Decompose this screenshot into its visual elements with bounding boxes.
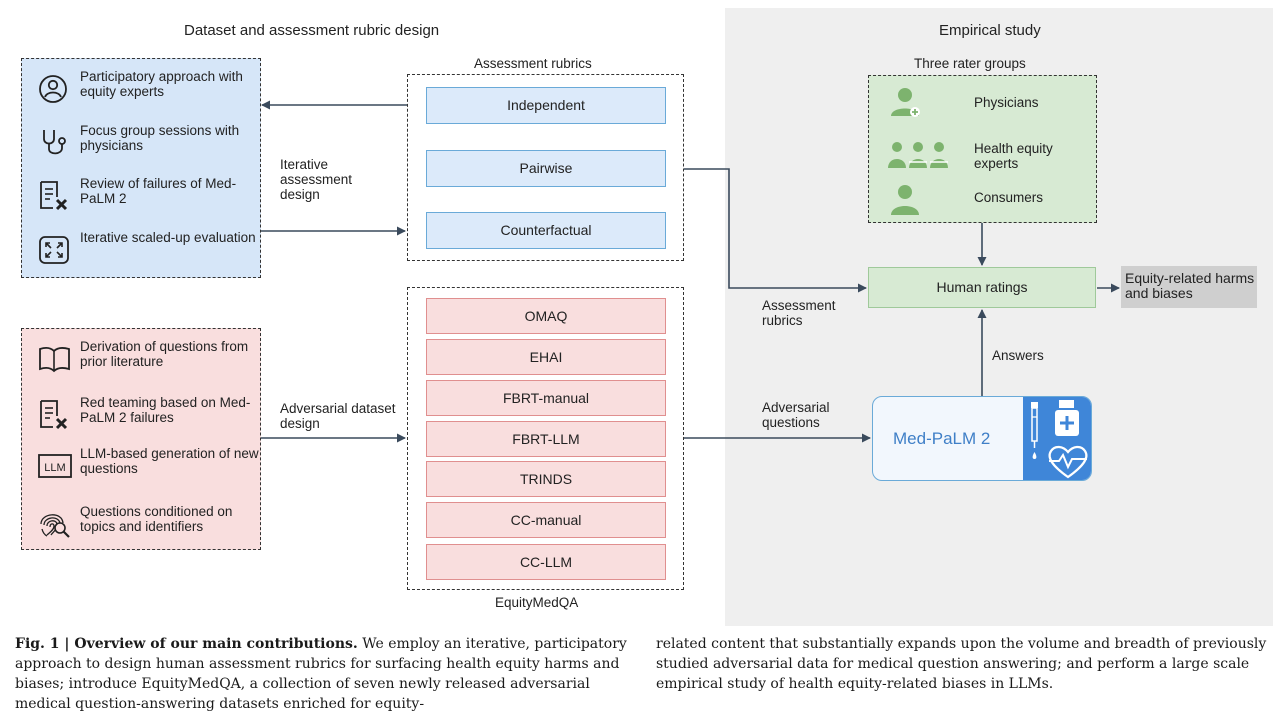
fingerprint-search-icon <box>40 514 70 538</box>
dataset-trinds: TRINDS <box>426 461 666 497</box>
rater-label: Physicians <box>974 95 1039 110</box>
rubrics-title: Assessment rubrics <box>474 56 592 71</box>
iterative-design-label: Iterative assessment design <box>280 157 353 202</box>
adversarial-item-label: Red teaming based on Med-PaLM 2 failures <box>80 395 251 425</box>
adversarial-questions-label: Adversarial questions <box>762 400 830 430</box>
physician-icon <box>891 88 920 117</box>
equity-harms-box: Equity-related harms and biases <box>1121 266 1257 308</box>
rubrics-container: Independent Pairwise Counterfactual <box>407 74 684 261</box>
group-icon <box>888 142 948 168</box>
dataset-fbrt-llm: FBRT-LLM <box>426 421 666 457</box>
stethoscope-icon <box>43 130 66 155</box>
left-section-title: Dataset and assessment rubric design <box>184 22 440 39</box>
rubric-counterfactual: Counterfactual <box>426 212 666 249</box>
document-x-icon <box>40 181 68 211</box>
adversarial-design-label: Adversarial dataset design <box>280 401 396 431</box>
equitymedqa-container: OMAQ EHAI FBRT-manual FBRT-LLM TRINDS CC… <box>407 287 684 590</box>
dataset-ehai: EHAI <box>426 339 666 375</box>
book-icon <box>39 347 70 373</box>
adversarial-item-label: Questions conditioned on topics and iden… <box>80 504 233 534</box>
rater-consumers: Consumers <box>869 179 1098 219</box>
design-item-label: Focus group sessions with physicians <box>80 123 240 153</box>
rater-label: Consumers <box>974 190 1044 205</box>
rater-equity-experts: Health equity experts <box>869 132 1098 172</box>
document-x-icon <box>40 400 68 430</box>
assessment-rubrics-label: Assessment rubrics <box>762 298 836 328</box>
design-item-label: Iterative scaled-up evaluation <box>80 230 256 245</box>
dataset-fbrt-manual: FBRT-manual <box>426 380 666 416</box>
design-item-focus-group: Focus group sessions with physicians <box>22 123 262 163</box>
design-item-label: Participatory approach with equity exper… <box>80 69 243 99</box>
rubric-design-box: Participatory approach with equity exper… <box>21 58 261 278</box>
design-item-label: Review of failures of Med-PaLM 2 <box>80 176 237 206</box>
adversarial-item-llm-generation: LLM LLM-based generation of new question… <box>22 446 262 486</box>
adversarial-item-label: Derivation of questions from prior liter… <box>80 339 249 369</box>
adversarial-item-literature: Derivation of questions from prior liter… <box>22 339 262 379</box>
person-icon <box>891 185 919 215</box>
design-item-review-failures: Review of failures of Med-PaLM 2 <box>22 176 262 216</box>
caption-title: Fig. 1 | Overview of our main contributi… <box>15 636 358 652</box>
dataset-cc-llm: CC-LLM <box>426 544 666 580</box>
figure-caption: Fig. 1 | Overview of our main contributi… <box>15 634 1270 720</box>
person-circle-icon <box>39 75 67 103</box>
design-item-participatory: Participatory approach with equity exper… <box>22 69 262 109</box>
med-palm-2-box: Med-PaLM 2 <box>872 396 1092 481</box>
adversarial-item-conditioned: Questions conditioned on topics and iden… <box>22 504 262 544</box>
medical-icons <box>1031 400 1088 479</box>
right-section-title: Empirical study <box>939 22 1041 39</box>
arrow-rubrics-to-ratings <box>684 168 867 293</box>
datasets-title: EquityMedQA <box>495 595 579 610</box>
rater-label: Health equity experts <box>974 141 1053 171</box>
medical-icons-panel <box>1023 397 1091 480</box>
llm-icon: LLM <box>38 454 72 478</box>
heart-pulse-icon <box>1048 445 1088 479</box>
med-palm-2-label: Med-PaLM 2 <box>893 429 991 448</box>
dataset-cc-manual: CC-manual <box>426 502 666 538</box>
adversarial-item-label: LLM-based generation of new questions <box>80 446 259 476</box>
llm-icon-text: LLM <box>44 462 65 474</box>
raters-box: Physicians Health equity experts Consume… <box>868 75 1097 223</box>
rater-physicians: Physicians <box>869 82 1098 122</box>
dataset-omaq: OMAQ <box>426 298 666 334</box>
raters-title: Three rater groups <box>914 56 1026 71</box>
caption-column-2: related content that substantially expan… <box>656 636 1267 692</box>
adversarial-design-box: Derivation of questions from prior liter… <box>21 328 261 550</box>
caption-column-1: Fig. 1 | Overview of our main contributi… <box>15 634 627 714</box>
design-item-scaled-evaluation: Iterative scaled-up evaluation <box>22 230 262 270</box>
rubric-independent: Independent <box>426 87 666 124</box>
rubric-pairwise: Pairwise <box>426 150 666 187</box>
medicine-bottle-icon <box>1055 400 1079 436</box>
expand-icon <box>39 236 69 264</box>
dropper-icon <box>1031 402 1038 459</box>
human-ratings-box: Human ratings <box>868 267 1096 308</box>
adversarial-item-red-teaming: Red teaming based on Med-PaLM 2 failures <box>22 395 262 435</box>
answers-label: Answers <box>992 348 1044 363</box>
caption-text-1: We employ an iterative, participatory ap… <box>15 636 627 712</box>
